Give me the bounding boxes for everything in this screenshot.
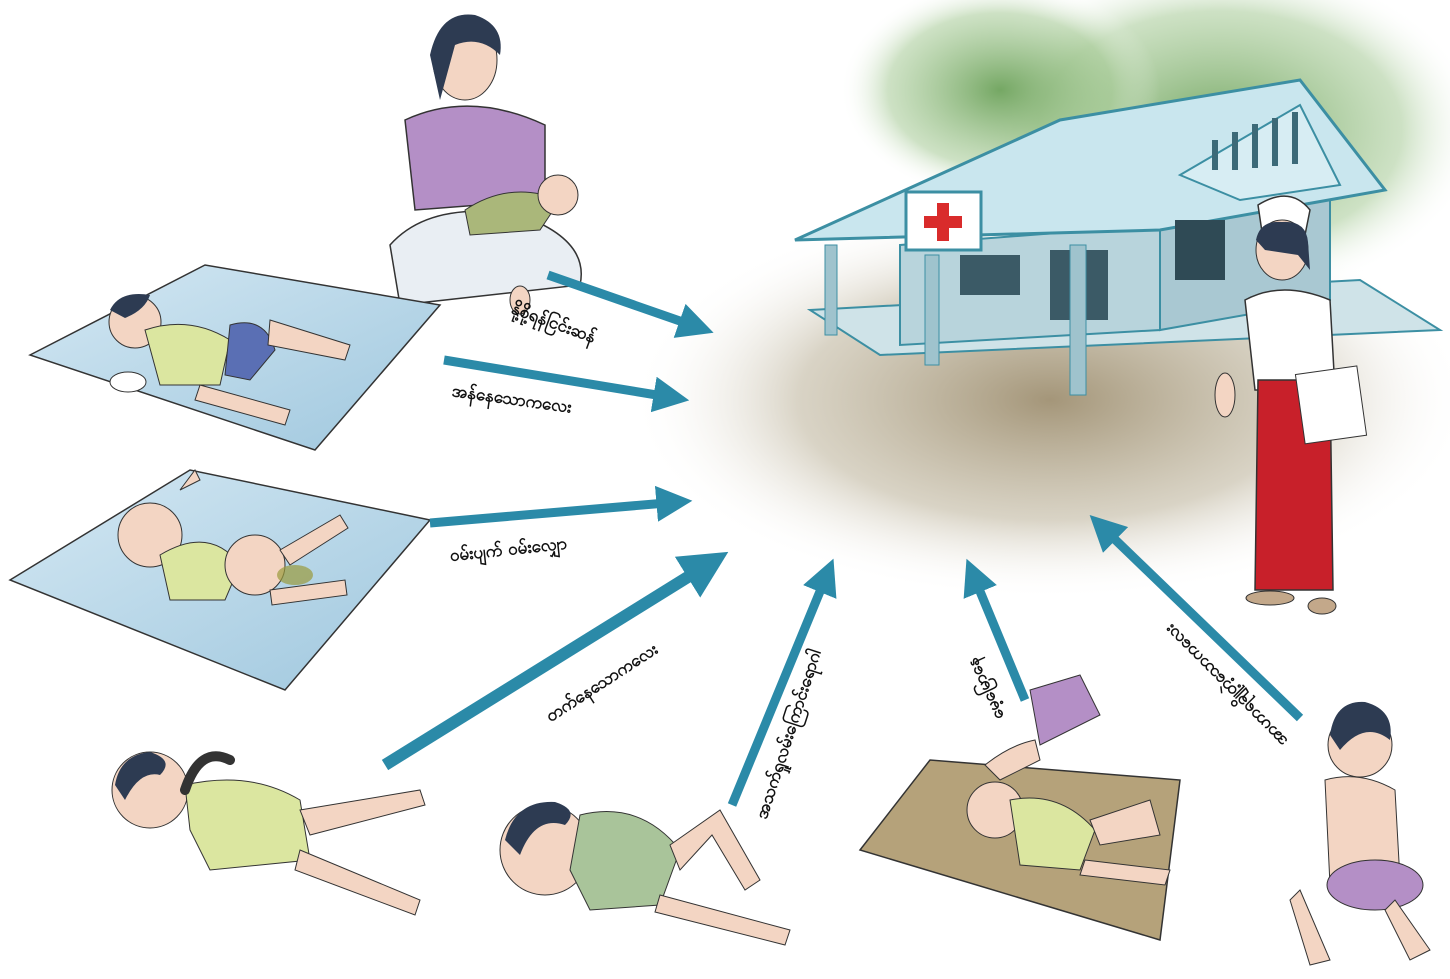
diarrhea-child (10, 470, 430, 690)
fever-child (30, 265, 440, 450)
mother-breastfeeding (390, 15, 581, 315)
convulsion-child (112, 752, 425, 915)
arrow-3 (430, 502, 678, 523)
breathing-child (500, 802, 790, 945)
unconscious-child (860, 675, 1180, 940)
malnourished-child (1290, 702, 1430, 965)
arrow-4 (385, 562, 712, 765)
red-cross-sign (906, 192, 981, 250)
